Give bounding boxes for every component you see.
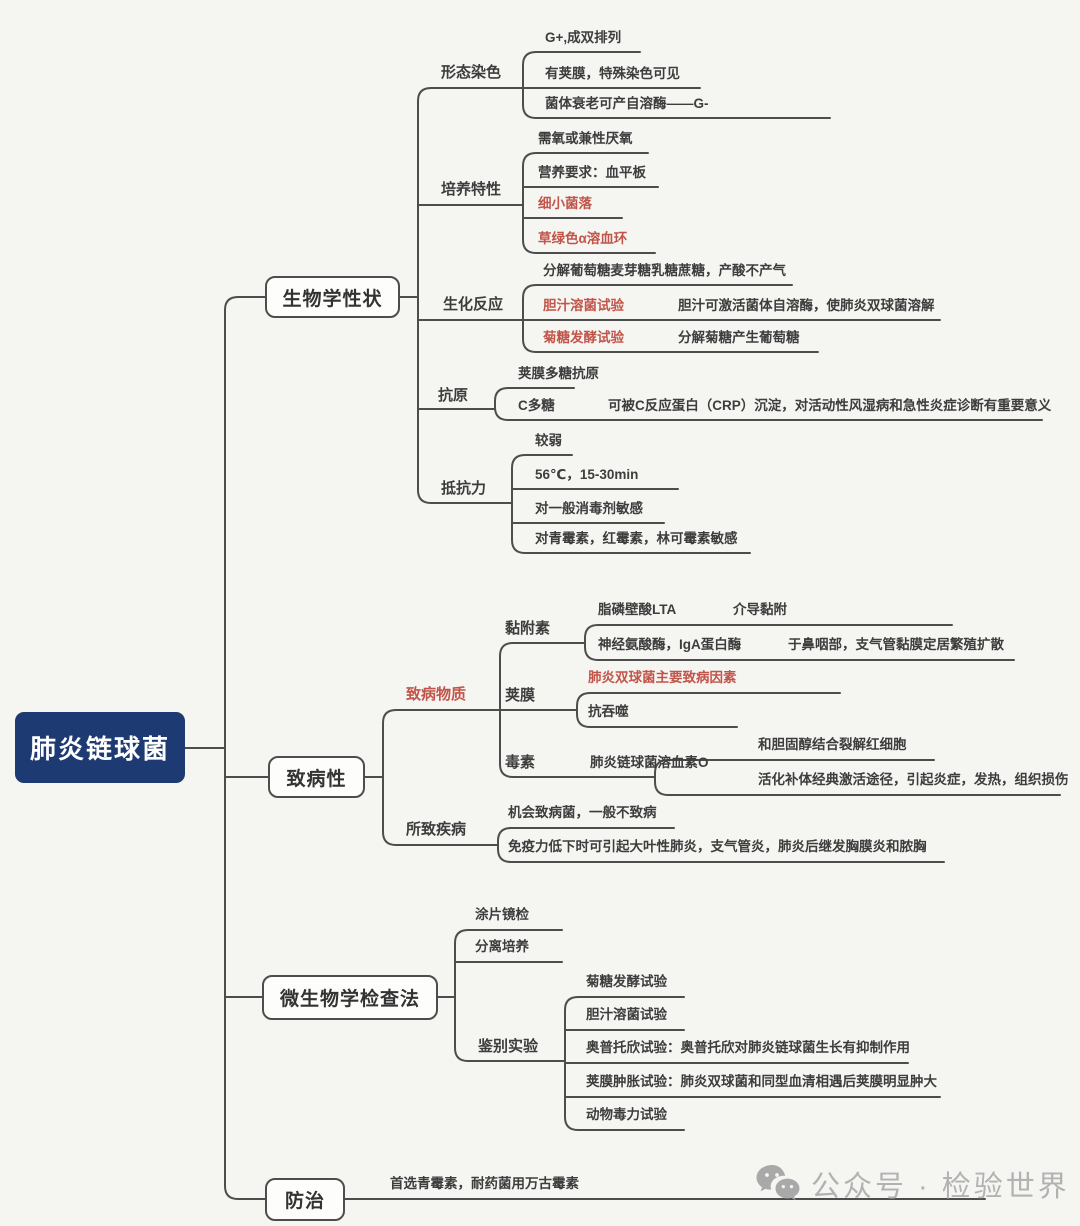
leaf-pneumolysin: 肺炎链球菌溶血素O	[590, 755, 709, 770]
watermark-text: 公众号 · 检验世界	[811, 1171, 1070, 1203]
node-adhesin: 黏附素	[505, 620, 551, 637]
leaf-culture-0: 需氧或兼性厌氧	[538, 131, 633, 146]
node-culture: 培养特性	[441, 181, 502, 198]
leaf-resist-1: 56℃，15-30min	[535, 467, 639, 482]
leaf-diff-0: 菊糖发酵试验	[586, 974, 667, 989]
leaf-main-virulence-factor: 肺炎双球菌主要致病因素	[588, 670, 737, 685]
leaf-diff-1: 胆汁溶菌试验	[586, 1007, 667, 1022]
leaf-culture-3: 草绿色α溶血环	[538, 231, 628, 246]
leaf-neuraminidase: 神经氨酸酶，IgA蛋白酶	[598, 637, 742, 652]
leaf-diff-2: 奥普托欣试验：奥普托欣对肺炎链球菌生长有抑制作用	[586, 1040, 910, 1055]
root-node: 肺炎链球菌	[15, 712, 185, 783]
leaf-morphology-2: 菌体衰老可产自溶酶——G-	[545, 96, 709, 111]
leaf-resist-2: 对一般消毒剂敏感	[535, 501, 643, 516]
leaf-bile-solubility-note: 胆汁可激活菌体自溶酶，使肺炎双球菌溶解	[678, 298, 935, 313]
node-examination: 微生物学检查法	[262, 975, 438, 1020]
leaf-morphology-1: 有荚膜，特殊染色可见	[545, 66, 680, 81]
node-capsule: 荚膜	[505, 687, 536, 704]
leaf-neuraminidase-note: 于鼻咽部，支气管黏膜定居繁殖扩散	[788, 637, 1004, 652]
leaf-c-polysaccharide-note: 可被C反应蛋白（CRP）沉淀，对活动性风湿病和急性炎症诊断有重要意义	[608, 398, 1052, 413]
leaf-disease-list: 免疫力低下时可引起大叶性肺炎，支气管炎，肺炎后继发胸膜炎和脓胸	[508, 839, 927, 854]
leaf-diff-4: 动物毒力试验	[586, 1107, 667, 1122]
leaf-morphology-0: G+,成双排列	[545, 30, 622, 45]
leaf-antiphagocytosis: 抗吞噬	[588, 704, 629, 719]
leaf-pneumolysin-note-1: 活化补体经典激活途径，引起炎症，发热，组织损伤	[758, 772, 1069, 787]
leaf-resist-0: 较弱	[535, 433, 562, 448]
watermark: 公众号 · 检验世界	[755, 1160, 1070, 1208]
leaf-culture-2: 细小菌落	[538, 196, 592, 211]
leaf-resist-3: 对青霉素，红霉素，林可霉素敏感	[535, 531, 738, 546]
node-pathogenic-substances: 致病物质	[406, 686, 467, 703]
leaf-lta: 脂磷壁酸LTA	[598, 602, 677, 617]
leaf-pneumolysin-note-0: 和胆固醇结合裂解红细胞	[758, 737, 907, 752]
wechat-icon	[755, 1163, 801, 1205]
node-morphology: 形态染色	[441, 64, 502, 81]
leaf-diff-3: 荚膜肿胀试验：肺炎双球菌和同型血清相遇后荚膜明显肿大	[586, 1074, 937, 1089]
node-antigen: 抗原	[438, 387, 469, 404]
node-biochemistry: 生化反应	[443, 296, 504, 313]
node-toxin: 毒素	[505, 754, 536, 771]
node-pathogenicity: 致病性	[268, 756, 365, 798]
leaf-culture-1: 营养要求：血平板	[538, 165, 646, 180]
node-differential-tests: 鉴别实验	[478, 1038, 539, 1055]
leaf-treatment: 首选青霉素，耐药菌用万古霉素	[390, 1176, 579, 1191]
node-diseases: 所致疾病	[406, 821, 467, 838]
leaf-c-polysaccharide: C多糖	[518, 398, 555, 413]
leaf-capsular-polysaccharide: 荚膜多糖抗原	[518, 366, 599, 381]
node-prevention: 防治	[265, 1178, 345, 1221]
leaf-lta-note: 介导黏附	[733, 602, 787, 617]
leaf-inulin-test: 菊糖发酵试验	[543, 330, 624, 345]
leaf-smear-microscopy: 涂片镜检	[475, 907, 529, 922]
leaf-inulin-note: 分解菊糖产生葡萄糖	[678, 330, 800, 345]
leaf-biochem-sugars: 分解葡萄糖麦芽糖乳糖蔗糖，产酸不产气	[543, 263, 786, 278]
node-biology: 生物学性状	[265, 276, 400, 318]
leaf-isolation-culture: 分离培养	[475, 939, 529, 954]
node-resistance: 抵抗力	[441, 480, 487, 497]
leaf-opportunistic: 机会致病菌，一般不致病	[508, 805, 657, 820]
leaf-bile-solubility-test: 胆汁溶菌试验	[543, 298, 624, 313]
